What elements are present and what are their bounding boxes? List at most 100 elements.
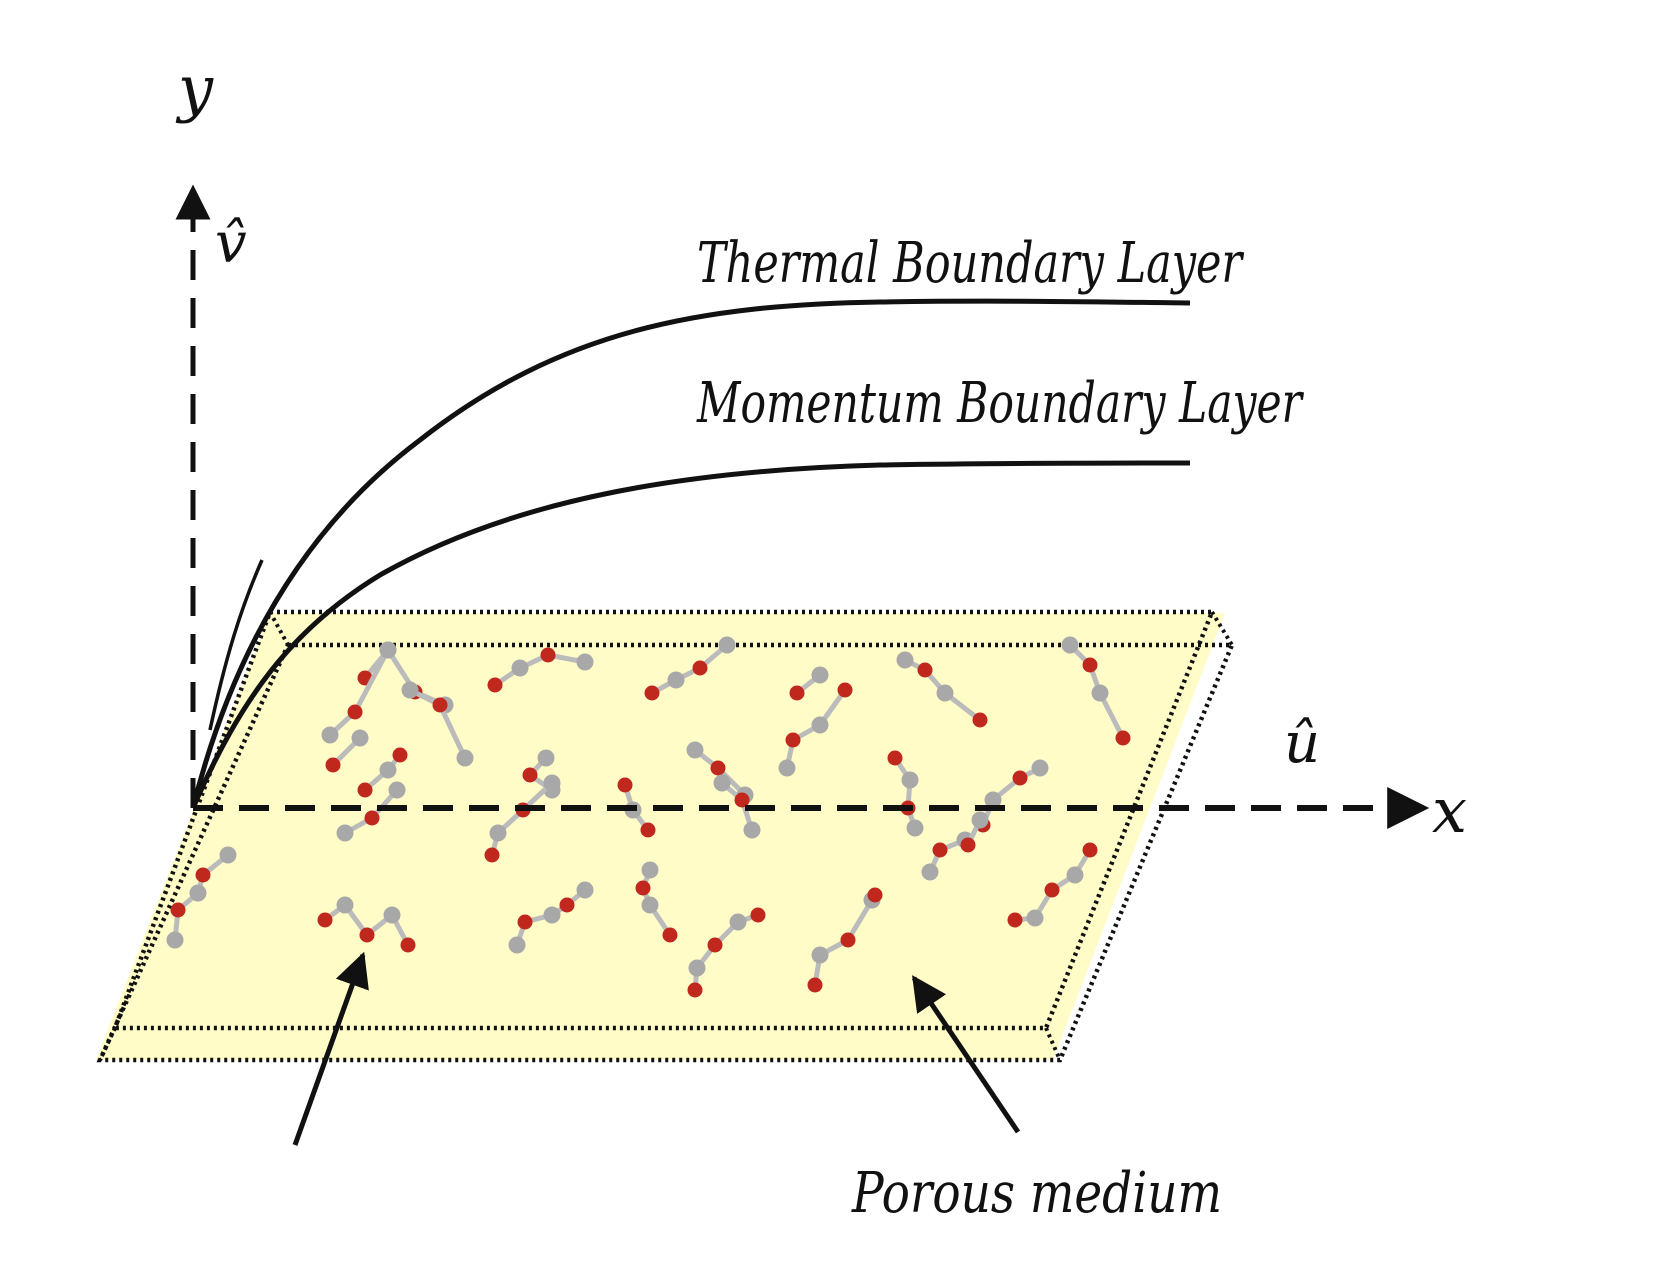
particle-red bbox=[807, 977, 823, 993]
particle-chain bbox=[644, 636, 736, 701]
particle-red bbox=[1082, 842, 1098, 858]
plate-surface bbox=[96, 613, 1225, 1060]
particle-chain bbox=[713, 774, 761, 839]
particle-grey bbox=[401, 681, 419, 699]
porous-medium-label: Porous medium bbox=[851, 1161, 1222, 1226]
particle-red bbox=[484, 847, 500, 863]
particle-red bbox=[325, 757, 341, 773]
particle-chain bbox=[896, 651, 988, 728]
particle-red bbox=[687, 982, 703, 998]
particle-chain bbox=[1061, 636, 1131, 746]
boundary-layer-curves bbox=[190, 298, 1191, 809]
particle-red bbox=[559, 897, 575, 913]
particle-red bbox=[317, 912, 333, 928]
particle-grey bbox=[811, 716, 829, 734]
particle-grey bbox=[388, 781, 406, 799]
particle-chain bbox=[357, 747, 408, 798]
particle-red bbox=[972, 712, 988, 728]
particle-grey bbox=[537, 749, 555, 767]
particle-grey bbox=[906, 819, 924, 837]
particle-chain bbox=[960, 811, 989, 853]
particle-grey bbox=[351, 729, 369, 747]
particle-red bbox=[640, 822, 656, 838]
particle-red bbox=[789, 685, 805, 701]
particle-grey bbox=[729, 913, 747, 931]
particle-red bbox=[359, 927, 375, 943]
porous-plate bbox=[96, 609, 1236, 1063]
x-axis-label: x bbox=[1432, 774, 1467, 847]
particle-grey bbox=[743, 821, 761, 839]
particle-red bbox=[887, 750, 903, 766]
particle-grey bbox=[1061, 636, 1079, 654]
particle-grey bbox=[321, 726, 339, 744]
particle-grey bbox=[984, 791, 1002, 809]
particle-red bbox=[750, 907, 766, 923]
particle-grey bbox=[641, 896, 659, 914]
particle-chain bbox=[508, 881, 594, 954]
particle-bond bbox=[437, 703, 468, 760]
particle-grey bbox=[1091, 684, 1109, 702]
particle-pointer-arrow bbox=[292, 951, 369, 1146]
particle-red bbox=[617, 777, 633, 793]
particle-grey bbox=[383, 906, 401, 924]
particle-red bbox=[195, 867, 211, 883]
particle-grey bbox=[936, 684, 954, 702]
particle-red bbox=[710, 760, 726, 776]
particle-red bbox=[364, 810, 380, 826]
particle-grey bbox=[379, 641, 397, 659]
particle-red bbox=[1007, 912, 1023, 928]
particle-chain bbox=[336, 781, 406, 842]
particle-red bbox=[960, 837, 976, 853]
plate-bottom-outline bbox=[96, 642, 1236, 1063]
particle-red bbox=[1044, 882, 1060, 898]
particle-grey bbox=[219, 846, 237, 864]
particle-red bbox=[522, 767, 538, 783]
u-hat-label: û bbox=[1284, 711, 1320, 776]
particle-chain bbox=[325, 729, 369, 773]
particle-grey bbox=[511, 659, 529, 677]
particle-grey bbox=[896, 651, 914, 669]
particle-red bbox=[932, 842, 948, 858]
particle-grey bbox=[576, 881, 594, 899]
axes bbox=[175, 184, 1430, 829]
particle-grey bbox=[811, 946, 829, 964]
plate-edge-front-left bbox=[98, 1027, 117, 1061]
particle-chain bbox=[687, 907, 766, 998]
particle-chain bbox=[487, 647, 594, 693]
particle-red bbox=[734, 792, 750, 808]
inner-curve-tip bbox=[208, 559, 264, 731]
particle-red bbox=[400, 937, 416, 953]
particle-red bbox=[357, 782, 373, 798]
particle-chain bbox=[789, 666, 829, 701]
particle-grey bbox=[543, 774, 561, 792]
particle-grey bbox=[1031, 759, 1049, 777]
particle-red bbox=[432, 697, 448, 713]
particle-grey bbox=[379, 761, 397, 779]
particle-chain bbox=[635, 861, 678, 943]
particle-grey bbox=[901, 771, 919, 789]
particle-red bbox=[540, 647, 556, 663]
particle-chain bbox=[401, 681, 474, 767]
particle-red bbox=[867, 887, 883, 903]
particle-grey bbox=[456, 749, 474, 767]
particle-grey bbox=[688, 959, 706, 977]
particle-grey bbox=[921, 863, 939, 881]
particle-grey bbox=[166, 931, 184, 949]
pointer-arrows bbox=[292, 951, 1021, 1146]
particle-grey bbox=[686, 741, 704, 759]
particle-red bbox=[662, 927, 678, 943]
particle-red bbox=[837, 682, 853, 698]
particle-chain bbox=[1007, 842, 1098, 928]
momentum-boundary-layer-label: Momentum Boundary Layer bbox=[696, 371, 1304, 436]
particle-red bbox=[347, 704, 363, 720]
particle-chain bbox=[317, 896, 416, 953]
particle-grey bbox=[336, 824, 354, 842]
particle-chain bbox=[166, 846, 237, 949]
particle-grey bbox=[508, 936, 526, 954]
y-axis-label: y bbox=[175, 52, 214, 125]
porous-particles bbox=[166, 636, 1131, 998]
particle-chain bbox=[887, 750, 924, 837]
particle-red bbox=[170, 902, 186, 918]
particle-red bbox=[644, 685, 660, 701]
particle-grey bbox=[971, 811, 989, 829]
